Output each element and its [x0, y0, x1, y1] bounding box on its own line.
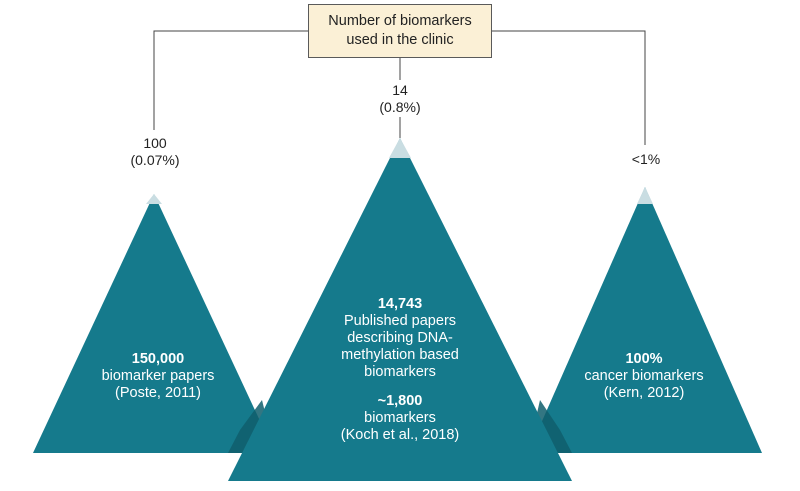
triangle-right [528, 187, 762, 453]
left-triangle-text: 150,000 biomarker papers (Poste, 2011) [102, 351, 215, 402]
tip-left [146, 194, 162, 204]
tip-right [637, 187, 653, 204]
center-source: (Koch et al., 2018) [340, 427, 460, 443]
center-text-line-2: describing DNA- [347, 330, 453, 346]
center-text-2: biomarkers [364, 410, 436, 426]
box-line-2: used in the clinic [346, 32, 454, 48]
left-headline: 150,000 [131, 351, 185, 367]
center-triangle-text: 14,743 Published papers describing DNA- … [341, 296, 460, 444]
tip-center [389, 138, 411, 158]
right-count-label: <1% [631, 151, 661, 167]
right-text: cancer biomarkers [584, 368, 704, 384]
center-text-line-1: Published papers [343, 313, 457, 329]
box-line-1: Number of biomarkers [328, 13, 472, 29]
center-text-line-3: methylation based [341, 347, 459, 363]
clinic-biomarkers-box: Number of biomarkers used in the clinic [308, 4, 492, 58]
center-count-label: 14 (0.8%) [379, 82, 421, 115]
connector-left [153, 30, 308, 130]
connector-right [492, 30, 646, 145]
right-triangle-text: 100% cancer biomarkers (Kern, 2012) [584, 351, 703, 402]
right-headline: 100% [625, 351, 663, 367]
center-headline-2: ~1,800 [377, 393, 423, 409]
right-source: (Kern, 2012) [603, 385, 685, 401]
center-headline: 14,743 [377, 296, 423, 312]
triangle-left [33, 194, 275, 453]
left-text: biomarker papers [101, 368, 215, 384]
left-count-label: 100 (0.07%) [130, 135, 180, 168]
center-text-line-4: biomarkers [364, 364, 436, 380]
triangle-center [228, 138, 572, 481]
left-source: (Poste, 2011) [115, 385, 201, 401]
